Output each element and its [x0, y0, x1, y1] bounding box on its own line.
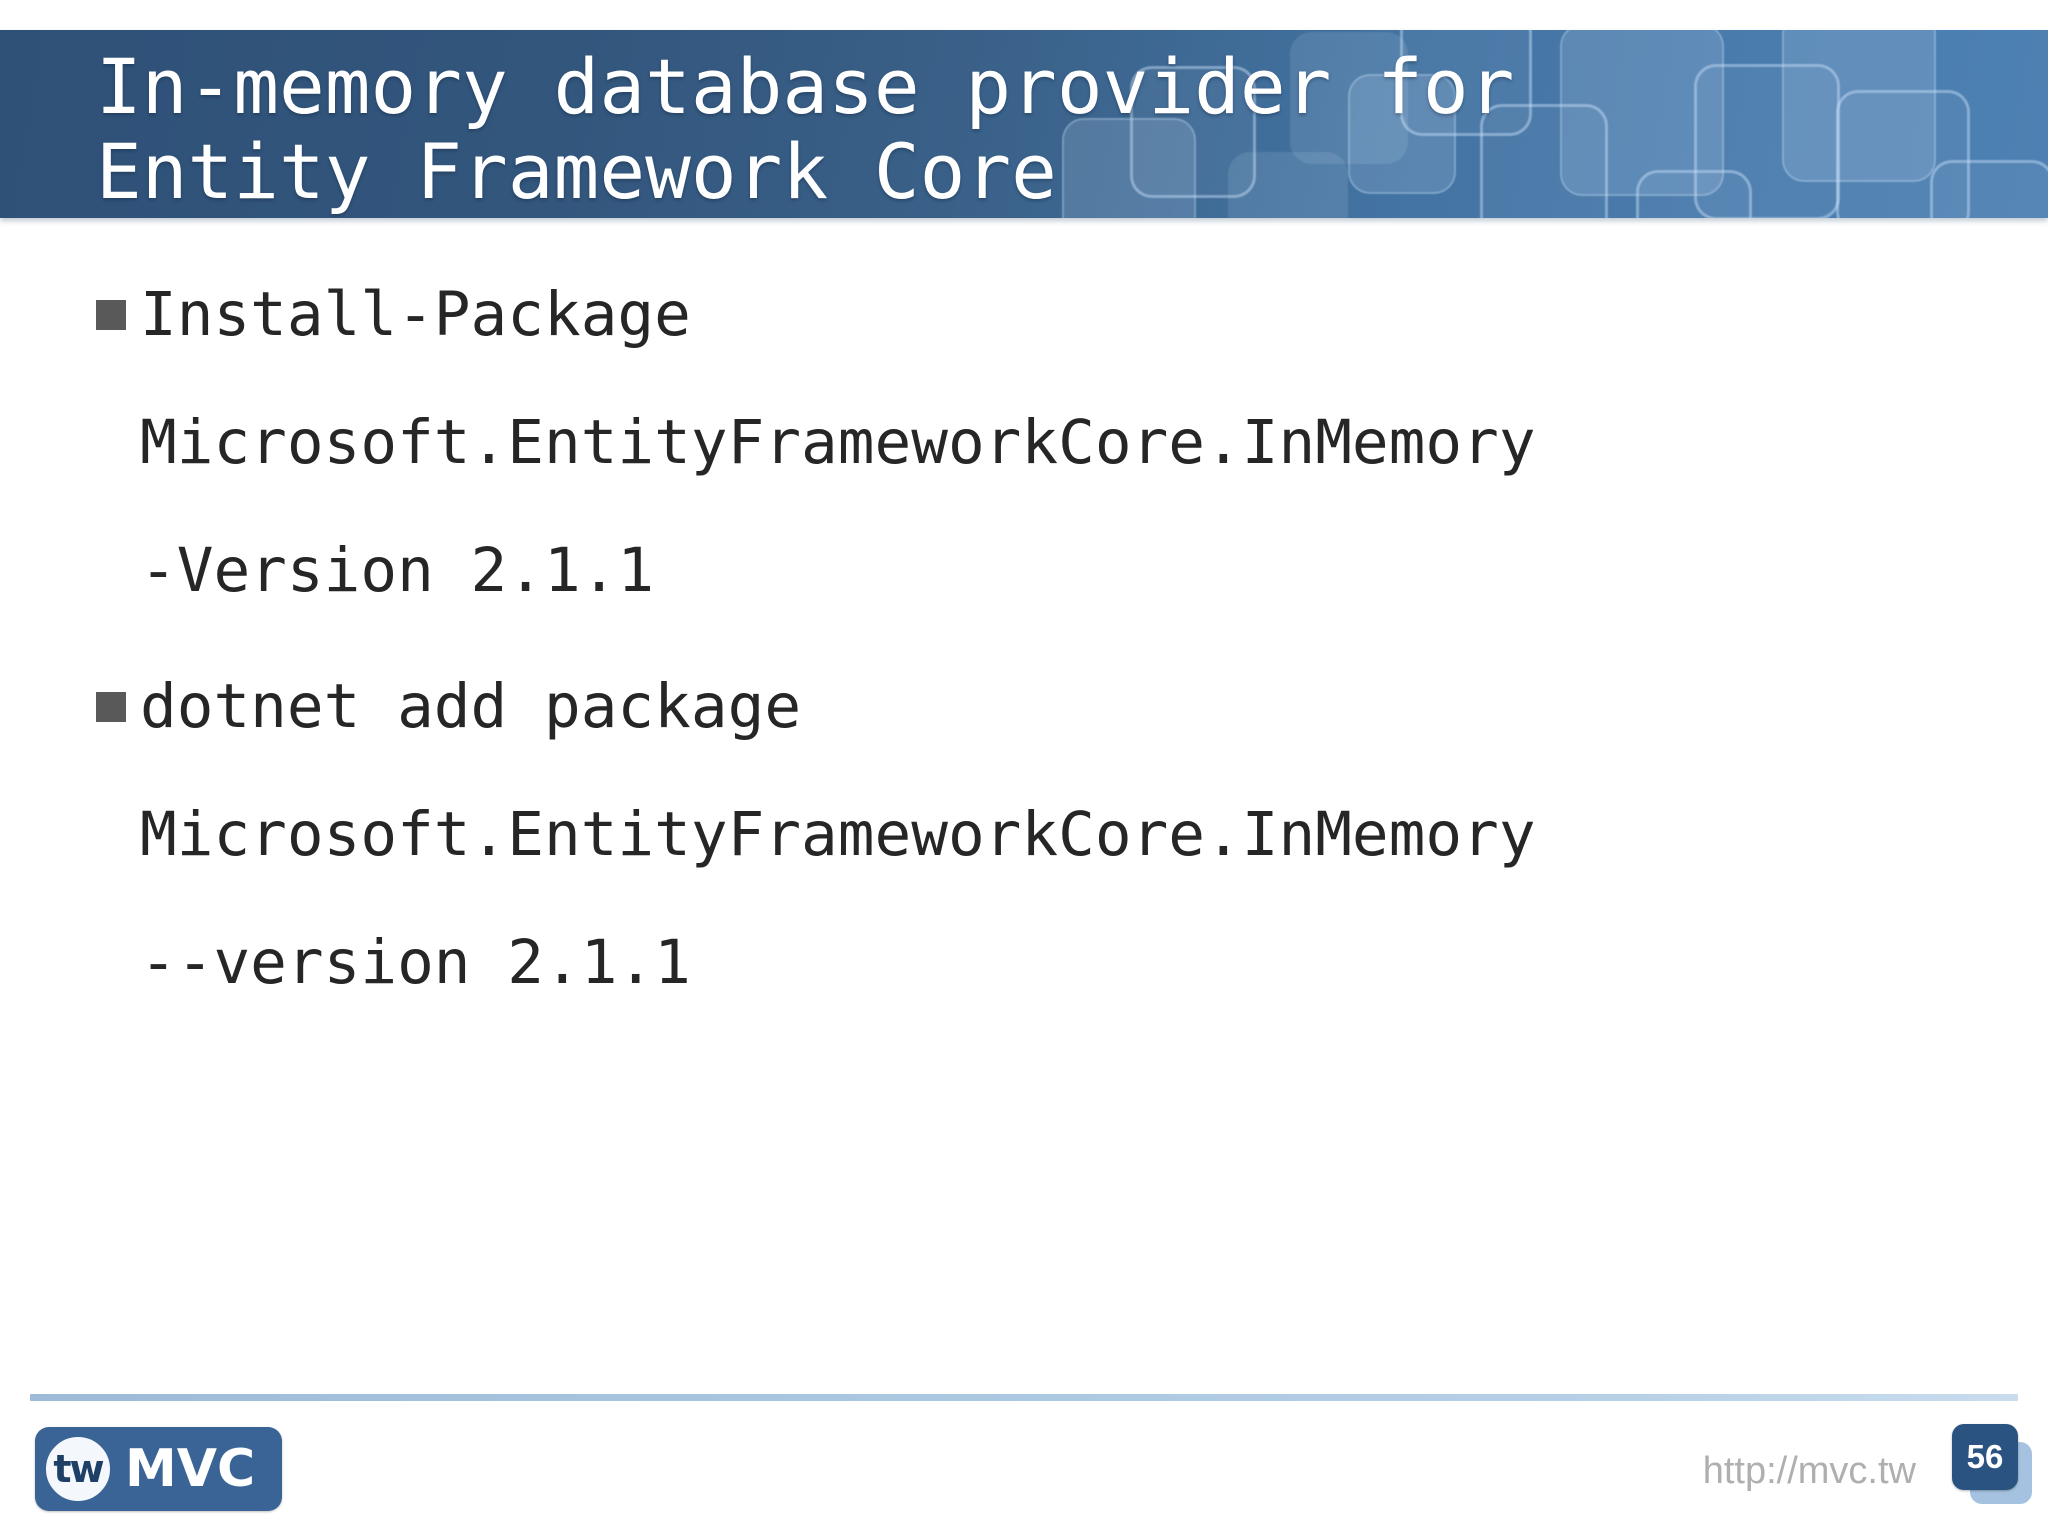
slide-title: In-memory database provider for Entity F…: [96, 42, 1515, 217]
bullet-text-line: Microsoft.EntityFrameworkCore.InMemory: [140, 407, 1536, 478]
page-number-value: 56: [1952, 1424, 2018, 1490]
page-number-badge: 56: [1952, 1424, 2042, 1514]
bullet-group-2: dotnet add package Microsoft.EntityFrame…: [96, 652, 1916, 1036]
bullet-text-line: Microsoft.EntityFrameworkCore.InMemory: [140, 799, 1536, 870]
slide-body: Install-Package Microsoft.EntityFramewor…: [0, 240, 2048, 1370]
mvc-wordmark: MVC: [125, 1439, 256, 1499]
square-bullet-icon: [96, 652, 140, 762]
tw-badge-icon: tw: [43, 1434, 113, 1504]
bullet-text-line: dotnet add package: [140, 671, 802, 742]
square-bullet-icon: [96, 260, 140, 370]
bullet-continuation-line: -Version 2.1.1: [96, 516, 1916, 644]
bullet-item: Install-Package: [96, 260, 1916, 388]
bullet-item: dotnet add package: [96, 652, 1916, 780]
bullet-group-1: Install-Package Microsoft.EntityFramewor…: [96, 260, 1916, 644]
deco-square-10: [1836, 90, 1970, 218]
footer-divider: [30, 1394, 2018, 1401]
bullet-continuation-line: Microsoft.EntityFrameworkCore.InMemory: [96, 388, 1916, 516]
twmvc-logo: tw MVC: [35, 1427, 282, 1511]
bullet-continuation-line: --version 2.1.1: [96, 908, 1916, 1036]
footer-url: http://mvc.tw: [1702, 1450, 1916, 1492]
bullet-text-line: --version 2.1.1: [140, 927, 691, 998]
bullet-text-line: Install-Package: [140, 279, 691, 350]
bullet-continuation-line: Microsoft.EntityFrameworkCore.InMemory: [96, 780, 1916, 908]
deco-square-12: [1930, 160, 2048, 218]
slide-header-banner: In-memory database provider for Entity F…: [0, 30, 2048, 218]
deco-square-9: [1782, 30, 1936, 182]
bullet-text-line: -Version 2.1.1: [140, 535, 655, 606]
